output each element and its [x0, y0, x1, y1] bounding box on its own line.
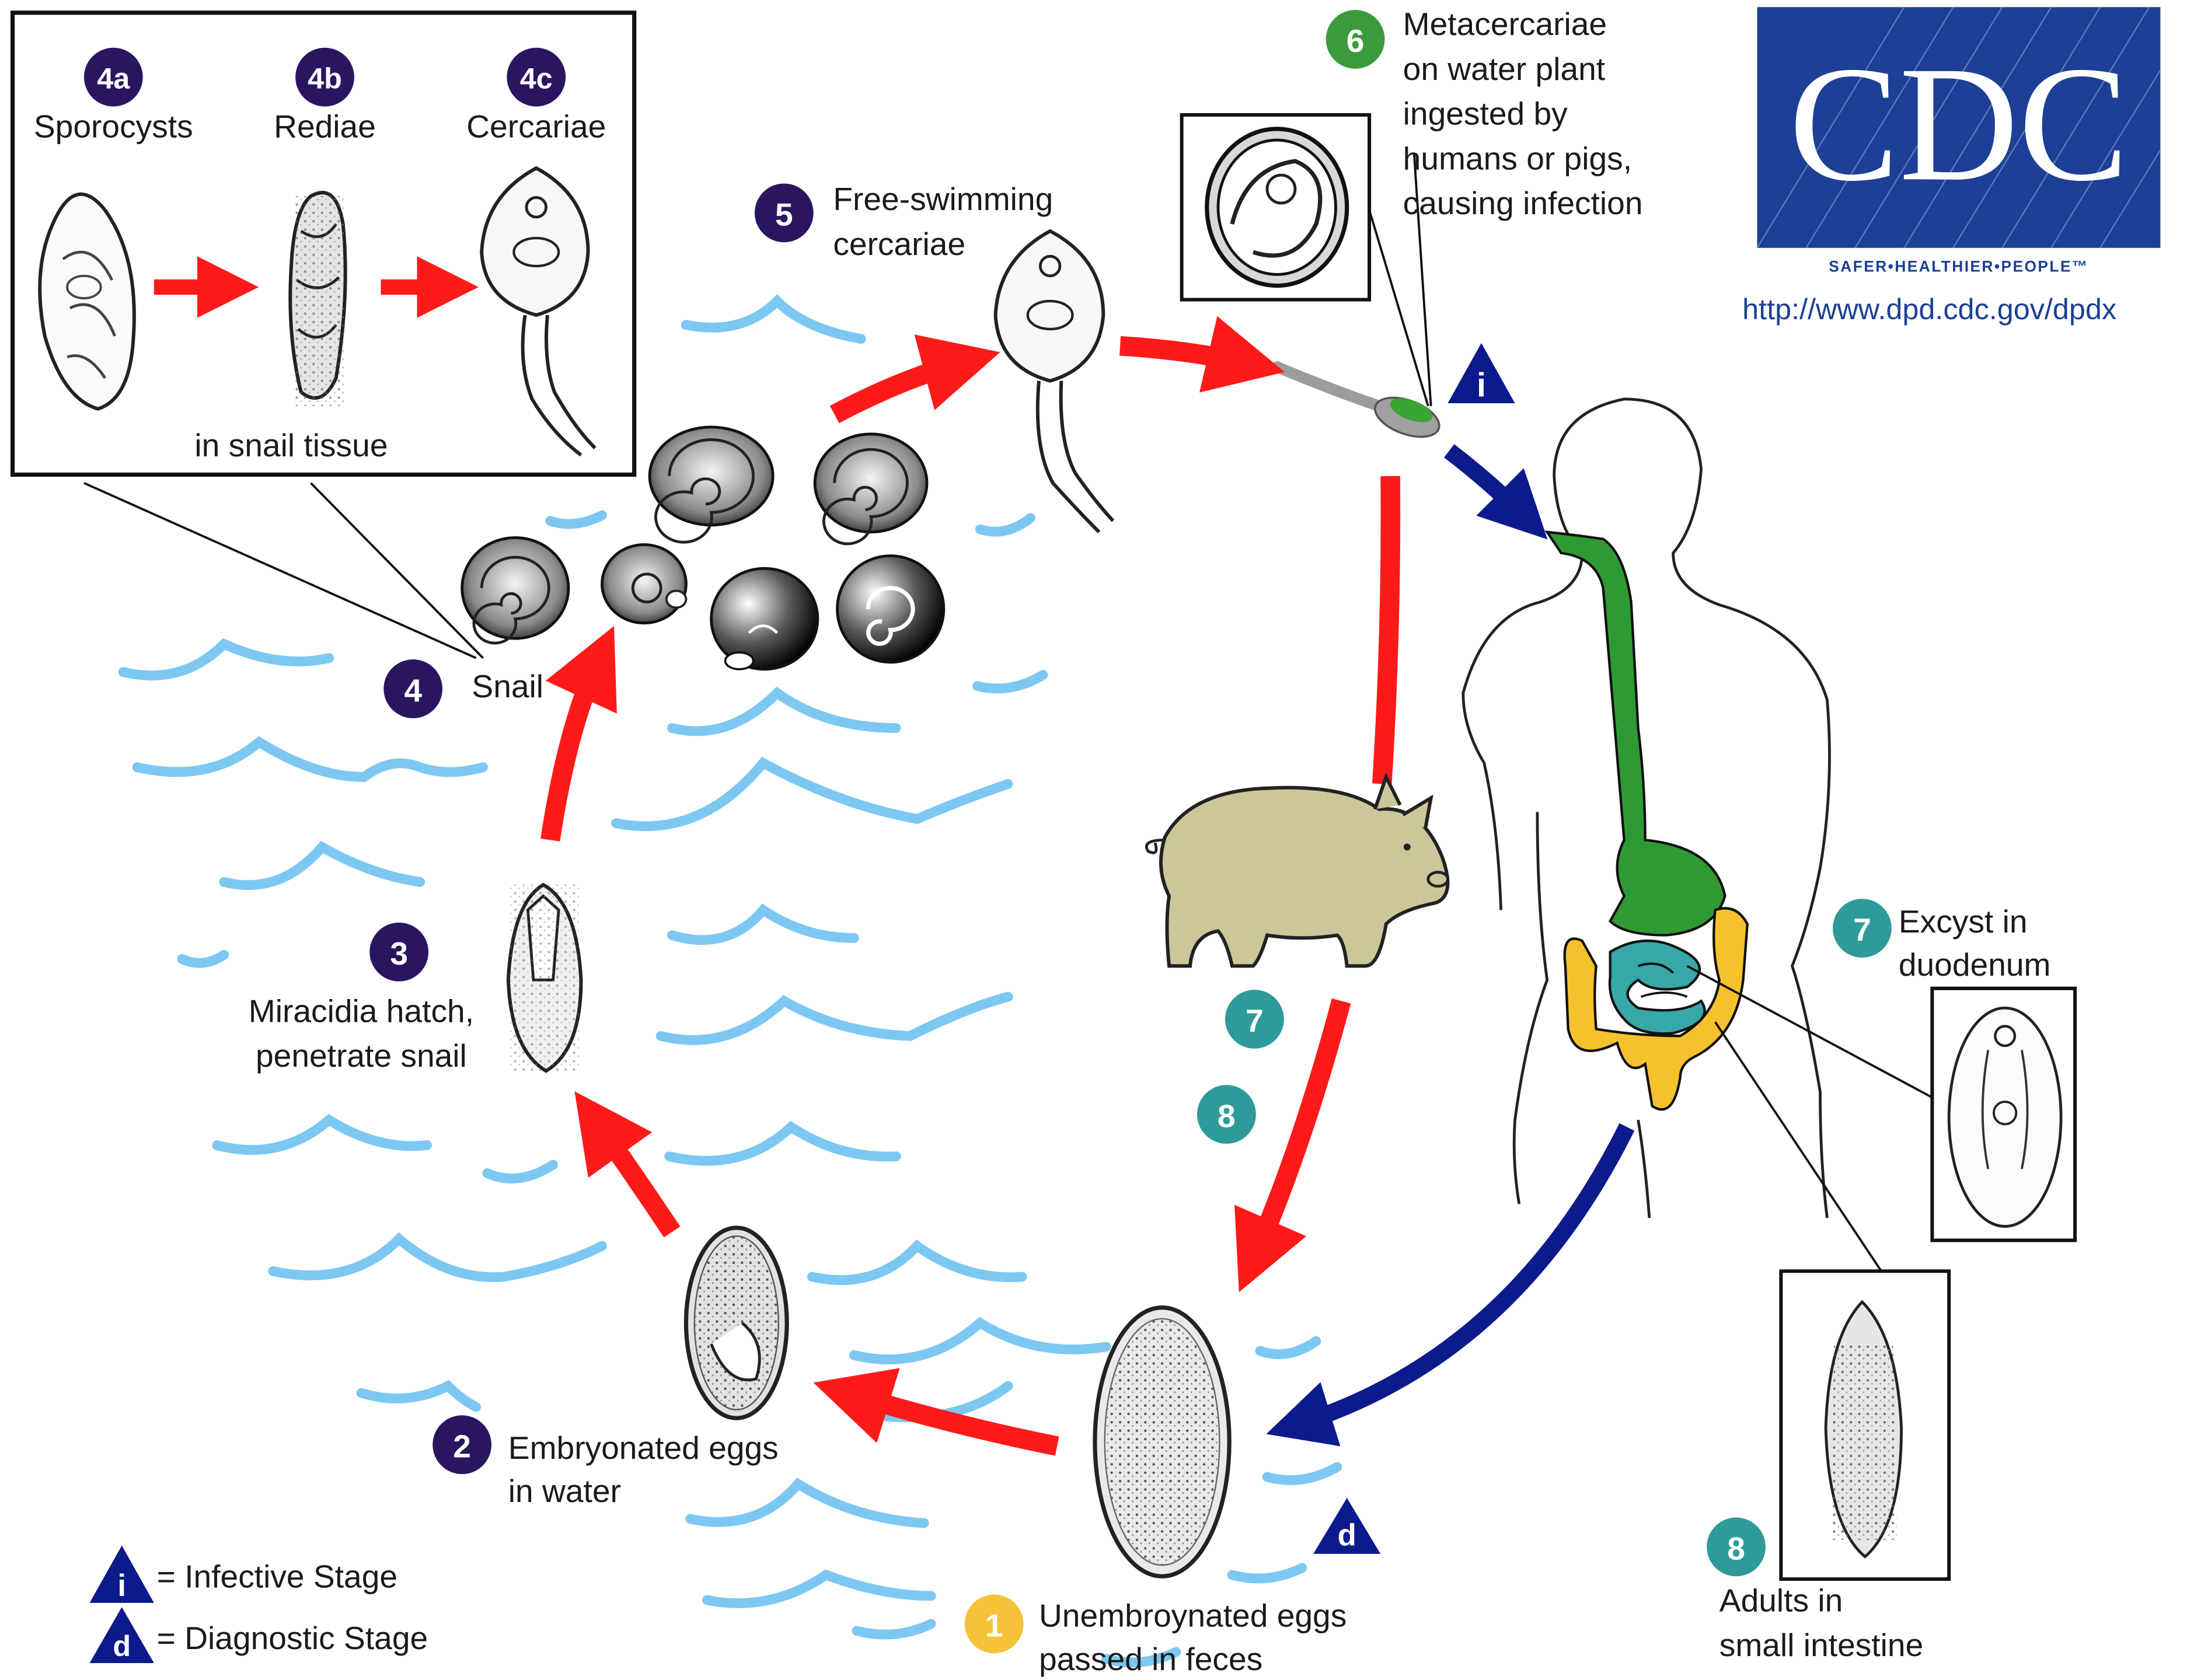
stage-3-label-line2: penetrate snail: [256, 1038, 467, 1074]
stage-6-label-line1: Metacercariae: [1403, 6, 1607, 42]
stage-2-label-line1: Embryonated eggs: [508, 1430, 779, 1466]
svg-text:7: 7: [1246, 1003, 1264, 1039]
snail-tissue-inset: 4a 4b 4c Sporocysts Rediae Cercariae: [10, 11, 637, 659]
metacercaria-inset: [1180, 113, 1432, 407]
svg-text:4: 4: [404, 672, 422, 708]
snail-shell: [836, 554, 946, 664]
pig-illustration: [1145, 772, 1450, 968]
spoon-with-water-plant: [1271, 361, 1440, 438]
arrow-miracidia-to-snail: [540, 626, 617, 841]
svg-text:2: 2: [453, 1428, 471, 1464]
stage-3-label-line1: Miracidia hatch,: [249, 993, 474, 1029]
life-cycle-arrows: [540, 316, 1401, 1456]
miracidium-illustration: [506, 882, 583, 1073]
human-figure: [1462, 397, 1936, 1275]
arrow-cercaria-to-plant: [1119, 316, 1285, 393]
stage-6-label-line4: humans or pigs,: [1403, 140, 1632, 176]
svg-text:4b: 4b: [308, 61, 342, 95]
sporocyst-illustration: [38, 192, 136, 411]
water-waves: [118, 294, 1342, 1668]
arrow-plant-to-pig: [1372, 476, 1401, 785]
svg-text:d: d: [113, 1629, 131, 1662]
excyst-inset: [1930, 986, 2077, 1242]
snail-shell: [648, 425, 775, 544]
svg-text:4a: 4a: [97, 61, 130, 95]
stage-5-label-line2: cercariae: [833, 226, 965, 262]
stage-6-label-line5: causing infection: [1403, 185, 1643, 221]
legend-diagnostic-icon: d: [89, 1607, 154, 1664]
stage-6-label-line2: on water plant: [1403, 51, 1605, 87]
svg-text:3: 3: [390, 935, 408, 972]
embryonated-egg-illustration: [683, 1225, 789, 1420]
cercaria-inset-illustration: [480, 166, 597, 457]
stage-4-label: Snail: [472, 668, 543, 704]
diagnostic-stage-marker: d: [1313, 1497, 1381, 1554]
free-swimming-cercaria-illustration: [993, 229, 1115, 533]
legend-diagnostic-label: = Diagnostic Stage: [157, 1620, 428, 1656]
cdc-logo-text: CDC: [1789, 33, 2129, 215]
snail-shell: [461, 536, 570, 645]
svg-text:6: 6: [1347, 23, 1365, 59]
rediae-label: Rediae: [274, 108, 376, 144]
stage-6-label-line3: ingested by: [1403, 96, 1568, 132]
infective-stage-marker: i: [1447, 343, 1515, 404]
stage-2-label-line2: in water: [508, 1473, 621, 1509]
stage-8-label-line1: Adults in: [1719, 1582, 1843, 1618]
stage-badge-8-human: 8: [1707, 1517, 1766, 1577]
stage-badge-4a: 4a: [83, 47, 143, 107]
stage-badge-1: 1: [964, 1594, 1024, 1654]
sporocysts-label: Sporocysts: [34, 108, 193, 144]
snail-shell: [813, 432, 929, 546]
stage-badge-4b: 4b: [295, 47, 354, 107]
stage-badge-6: 6: [1326, 9, 1385, 69]
unembryonated-egg-illustration: [1093, 1305, 1232, 1578]
arrow-eggs-to-embryonated: [813, 1368, 1059, 1456]
arrow-pig-to-eggs: [1234, 998, 1351, 1293]
stage-badge-2: 2: [432, 1415, 491, 1475]
snail-shell: [710, 567, 819, 671]
legend-infective-label: = Infective Stage: [157, 1558, 397, 1594]
rediae-illustration: [288, 191, 347, 406]
snails-illustration: [461, 425, 946, 671]
stage-5-label-line1: Free-swimming: [833, 181, 1053, 217]
adult-fluke-inset: [1779, 1269, 1951, 1581]
human-route-arrows: [1266, 444, 1635, 1447]
svg-text:d: d: [1338, 1518, 1356, 1553]
inset-caption: in snail tissue: [194, 427, 388, 463]
stage-badge-4c: 4c: [507, 47, 566, 107]
stage-badge-7-pig: 7: [1225, 990, 1284, 1049]
svg-text:1: 1: [985, 1607, 1003, 1643]
stage-7-label-line2: duodenum: [1899, 946, 2051, 983]
legend: i = Infective Stage d = Diagnostic Stage: [89, 1545, 428, 1664]
stage-1-label-line2: passed in feces: [1039, 1641, 1262, 1677]
svg-text:i: i: [1477, 366, 1486, 404]
svg-text:7: 7: [1853, 911, 1871, 948]
stage-badge-3: 3: [369, 923, 429, 982]
stage-badge-8-pig: 8: [1197, 1085, 1256, 1144]
svg-text:5: 5: [775, 196, 793, 232]
stage-8-label-line2: small intestine: [1719, 1627, 1923, 1663]
stage-1-label-line1: Unembroynated eggs: [1039, 1598, 1347, 1634]
svg-text:8: 8: [1727, 1531, 1745, 1567]
arrow-snail-to-cercaria: [829, 334, 1000, 424]
legend-infective-icon: i: [89, 1545, 154, 1603]
stage-badge-5: 5: [754, 183, 814, 243]
stage-badge-4: 4: [383, 659, 443, 718]
cercariae-label: Cercariae: [466, 108, 606, 144]
cdc-tagline: SAFER•HEALTHIER•PEOPLE™: [1829, 258, 2088, 275]
svg-text:i: i: [117, 1569, 126, 1603]
stage-badge-7-human: 7: [1833, 899, 1892, 958]
cdc-logo: CDC SAFER•HEALTHIER•PEOPLE™ http://www.d…: [1742, 6, 2161, 326]
snail-shell: [601, 543, 688, 625]
svg-text:4c: 4c: [520, 61, 553, 95]
arrow-embryonated-to-miracidia: [574, 1091, 681, 1238]
arrow-human-to-eggs: [1266, 1123, 1635, 1447]
stage-7-label-line1: Excyst in: [1899, 903, 2028, 939]
arrow-plant-to-human: [1444, 444, 1548, 540]
svg-text:8: 8: [1218, 1098, 1236, 1134]
cdc-url: http://www.dpd.cdc.gov/dpdx: [1742, 292, 2116, 326]
